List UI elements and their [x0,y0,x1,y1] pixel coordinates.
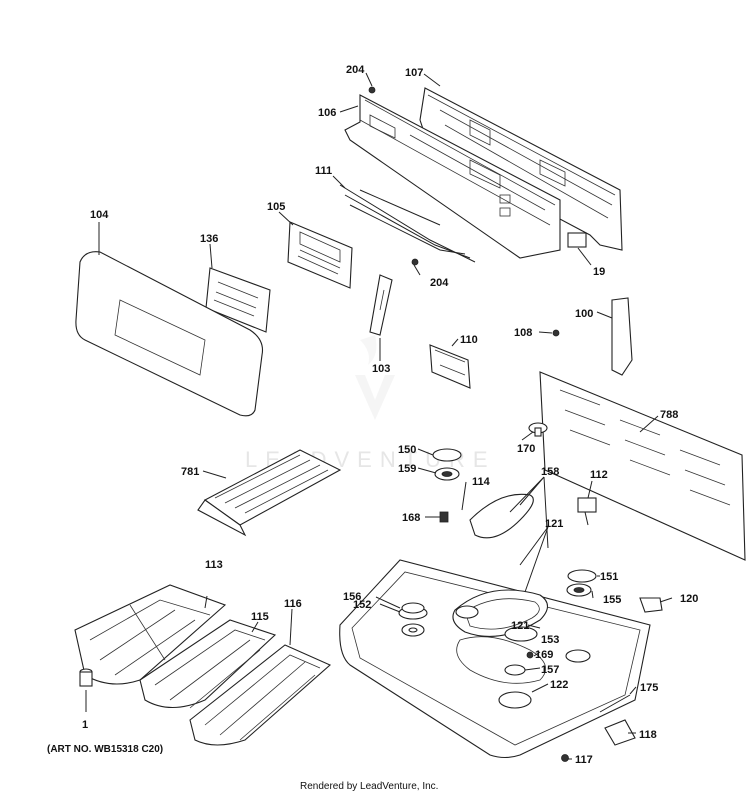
screw-204-top[interactable] [368,86,376,94]
burner-cap-151[interactable] [567,569,597,583]
control-panel-104[interactable] [75,251,264,417]
end-cap-100[interactable] [611,297,633,376]
label-120: 120 [680,593,698,605]
art-number: (ART NO. WB15318 C20) [47,744,163,755]
label-788: 788 [660,409,678,421]
label-108: 108 [514,327,532,339]
label-107: 107 [405,67,423,79]
label-112: 112 [590,469,608,481]
screw-108[interactable] [552,329,560,337]
label-122: 122 [550,679,568,691]
label-104: 104 [90,209,109,221]
burner-cap-153[interactable] [504,626,538,642]
label-136: 136 [200,233,218,245]
label-781: 781 [181,466,199,478]
connector-19[interactable] [567,232,587,248]
screw-175[interactable] [599,694,631,713]
label-1: 1 [82,719,88,731]
label-114: 114 [472,476,491,488]
watermark-logo [355,335,395,420]
label-169: 169 [535,649,553,661]
knob-170[interactable] [528,422,548,437]
footer-credit: Rendered by LeadVenture, Inc. [300,781,438,792]
leader-lines [85,72,673,760]
burner-cap-150[interactable] [432,448,462,462]
touchpad-overlay-136[interactable] [205,267,271,333]
bracket-103[interactable] [369,274,393,336]
valve-112[interactable] [577,497,597,526]
label-159: 159 [398,463,416,475]
spark-module-110[interactable] [429,344,471,389]
label-103: 103 [372,363,390,375]
center-burner-ring[interactable] [452,589,549,637]
label-100: 100 [575,308,593,320]
label-113: 113 [205,559,223,571]
burner-head-157[interactable] [504,664,526,676]
griddle-781[interactable] [197,449,342,537]
bracket-120[interactable] [639,597,663,613]
label-121-top: 121 [545,518,563,530]
rear-panel-788[interactable] [539,371,746,561]
label-175: 175 [640,682,658,694]
label-116: 116 [284,598,302,610]
oval-burner-158[interactable] [469,493,534,539]
label-115: 115 [251,611,269,623]
label-111: 111 [315,165,332,177]
label-117: 117 [575,754,593,766]
cooktop-main-top[interactable] [339,559,651,759]
label-151: 151 [600,571,618,583]
screw-117[interactable] [561,754,569,762]
label-150: 150 [398,444,416,456]
screw-204-mid[interactable] [411,258,419,266]
label-170: 170 [517,443,535,455]
burner-head-156[interactable] [401,602,425,614]
label-152: 152 [353,599,371,611]
label-158: 158 [541,466,559,478]
label-105: 105 [267,201,285,213]
electrode-169[interactable] [526,651,534,659]
label-204: 204 [346,64,365,76]
orifice-168[interactable] [439,511,449,523]
label-168: 168 [402,512,420,524]
grate-116[interactable] [189,644,332,746]
label-156: 156 [343,591,361,603]
label-121-bottom: 121 [511,620,529,632]
label-155: 155 [603,594,621,606]
foot-1[interactable] [79,668,93,687]
control-board-105[interactable] [287,221,353,289]
label-19: 19 [593,266,605,278]
manifold-panel-106[interactable] [344,94,561,259]
wire-harness-111[interactable] [339,184,476,263]
label-106: 106 [318,107,336,119]
hinge-118[interactable] [604,719,636,746]
label-110: 110 [460,334,478,346]
label-153: 153 [541,634,559,646]
label-157: 157 [541,664,559,676]
grate-115[interactable] [139,619,277,709]
label-204-mid: 204 [430,277,449,289]
label-118: 118 [639,729,657,741]
backguard-panel-107[interactable] [419,87,623,251]
